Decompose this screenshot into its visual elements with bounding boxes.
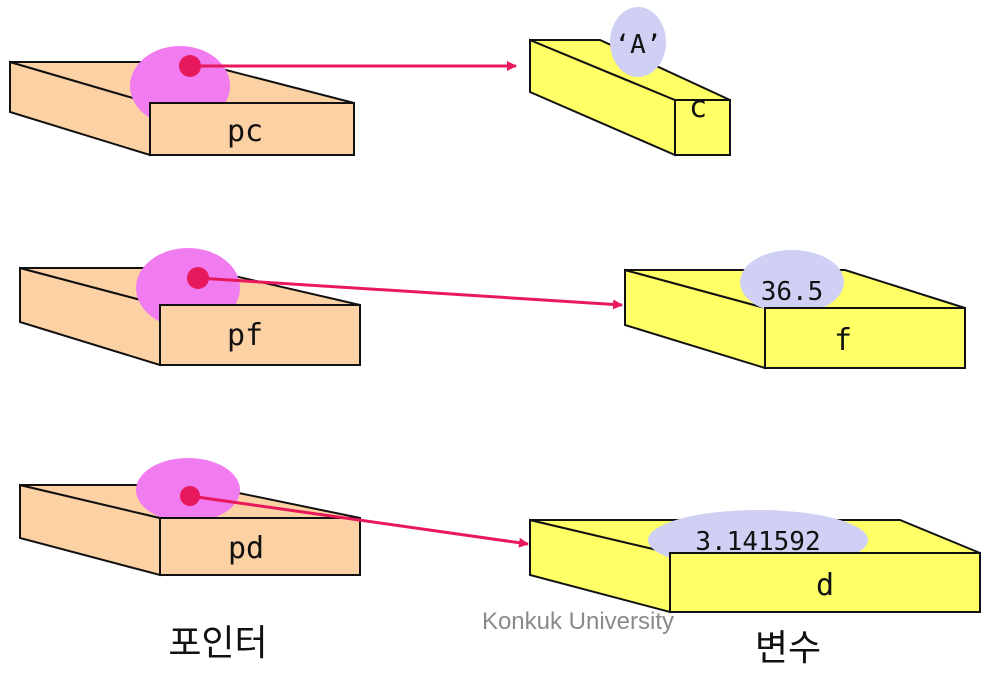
row-pc: pc ‘A’ c <box>9 7 731 157</box>
value-text-f: 36.5 <box>761 277 824 307</box>
pointer-box-pf: pf <box>19 248 361 367</box>
value-text-c: ‘A’ <box>615 30 662 60</box>
pointer-box-pd-front <box>159 517 361 576</box>
value-text-d: 3.141592 <box>695 527 820 557</box>
variable-box-c: ‘A’ c <box>529 7 731 157</box>
pointer-box-pd: pd <box>19 458 361 577</box>
pointer-name-pd: pd <box>228 531 264 566</box>
pointer-box-pf-front <box>159 304 361 366</box>
variable-box-d: 3.141592 d <box>529 510 981 614</box>
caption-pointer: 포인터 <box>168 623 267 664</box>
row-pd: pd 3.141592 d <box>19 458 981 614</box>
variable-name-d: d <box>816 568 834 603</box>
variable-box-f: 36.5 f <box>624 250 966 370</box>
pointer-name-pc: pc <box>227 114 263 149</box>
arrow-pd-to-d <box>189 494 529 548</box>
variable-name-c: c <box>689 90 707 125</box>
arrow-pf-to-f <box>197 276 623 310</box>
variable-box-d-front <box>669 552 981 613</box>
caption-variable: 변수 <box>755 628 821 668</box>
pointer-box-pc-front <box>149 102 355 156</box>
pointer-name-pf: pf <box>227 318 263 353</box>
watermark-text: Konkuk University <box>482 608 674 635</box>
row-pf: pf 36.5 f <box>19 248 966 370</box>
value-blob-c <box>610 7 666 77</box>
variable-box-c-front <box>674 99 731 156</box>
value-blob-f <box>740 250 844 314</box>
variable-name-f: f <box>834 323 852 358</box>
pointer-box-pc: pc <box>9 46 355 157</box>
variable-box-f-front <box>764 307 966 369</box>
